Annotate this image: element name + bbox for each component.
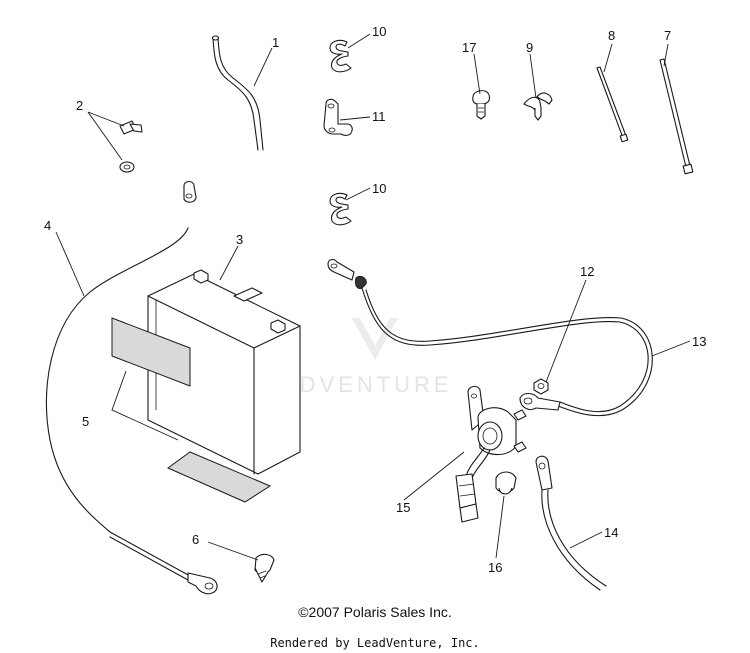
part-3-battery[interactable]: [147, 269, 301, 475]
part-7-cable-tie-long[interactable]: [659, 58, 694, 175]
callout-5: 5: [82, 414, 89, 429]
callout-7: 7: [664, 28, 671, 43]
part-10-clip-top[interactable]: [329, 39, 352, 73]
part-12-nut[interactable]: [533, 378, 549, 395]
callout-9: 9: [526, 40, 533, 55]
leader-lines: [55, 33, 691, 561]
callout-13: 13: [692, 334, 706, 349]
callout-2: 2: [76, 98, 83, 113]
part-16-terminal-boot[interactable]: [495, 471, 517, 495]
callout-10-bottom: 10: [372, 181, 386, 196]
callout-10-top: 10: [372, 24, 386, 39]
part-14-short-cable[interactable]: [535, 455, 607, 591]
callout-8: 8: [608, 28, 615, 43]
part-10-clip-bottom[interactable]: [329, 192, 352, 226]
part-1-vent-tube[interactable]: [211, 35, 264, 151]
callout-15: 15: [396, 500, 410, 515]
part-2-bolt-and-nut[interactable]: [119, 120, 143, 173]
part-4-negative-cable[interactable]: [45, 180, 218, 595]
part-11-bracket[interactable]: [323, 98, 353, 136]
part-17-push-rivet[interactable]: [472, 90, 491, 120]
callout-16: 16: [488, 560, 502, 575]
part-9-harness-clip[interactable]: [523, 92, 553, 121]
callout-1: 1: [272, 35, 279, 50]
part-15-starter-solenoid[interactable]: [455, 385, 527, 523]
callout-6: 6: [192, 532, 199, 547]
part-8-cable-tie-small[interactable]: [596, 66, 629, 143]
callout-3: 3: [236, 232, 243, 247]
callout-11: 11: [372, 109, 386, 124]
part-6-screw[interactable]: [254, 553, 275, 583]
callout-4: 4: [44, 218, 51, 233]
watermark-logo-icon: [352, 318, 398, 360]
rendered-by-credit: Rendered by LeadVenture, Inc.: [270, 636, 480, 650]
part-13-positive-cable[interactable]: [327, 259, 653, 417]
callout-17: 17: [462, 40, 476, 55]
callout-14: 14: [604, 525, 618, 540]
copyright-notice: ©2007 Polaris Sales Inc.: [298, 604, 452, 620]
callout-12: 12: [580, 264, 594, 279]
part-5-battery-pads[interactable]: [111, 317, 272, 503]
callout-numbers: 1 2 3 4 5 6 7 8 9 10 11 10 12 13 14 15 1…: [44, 24, 706, 575]
